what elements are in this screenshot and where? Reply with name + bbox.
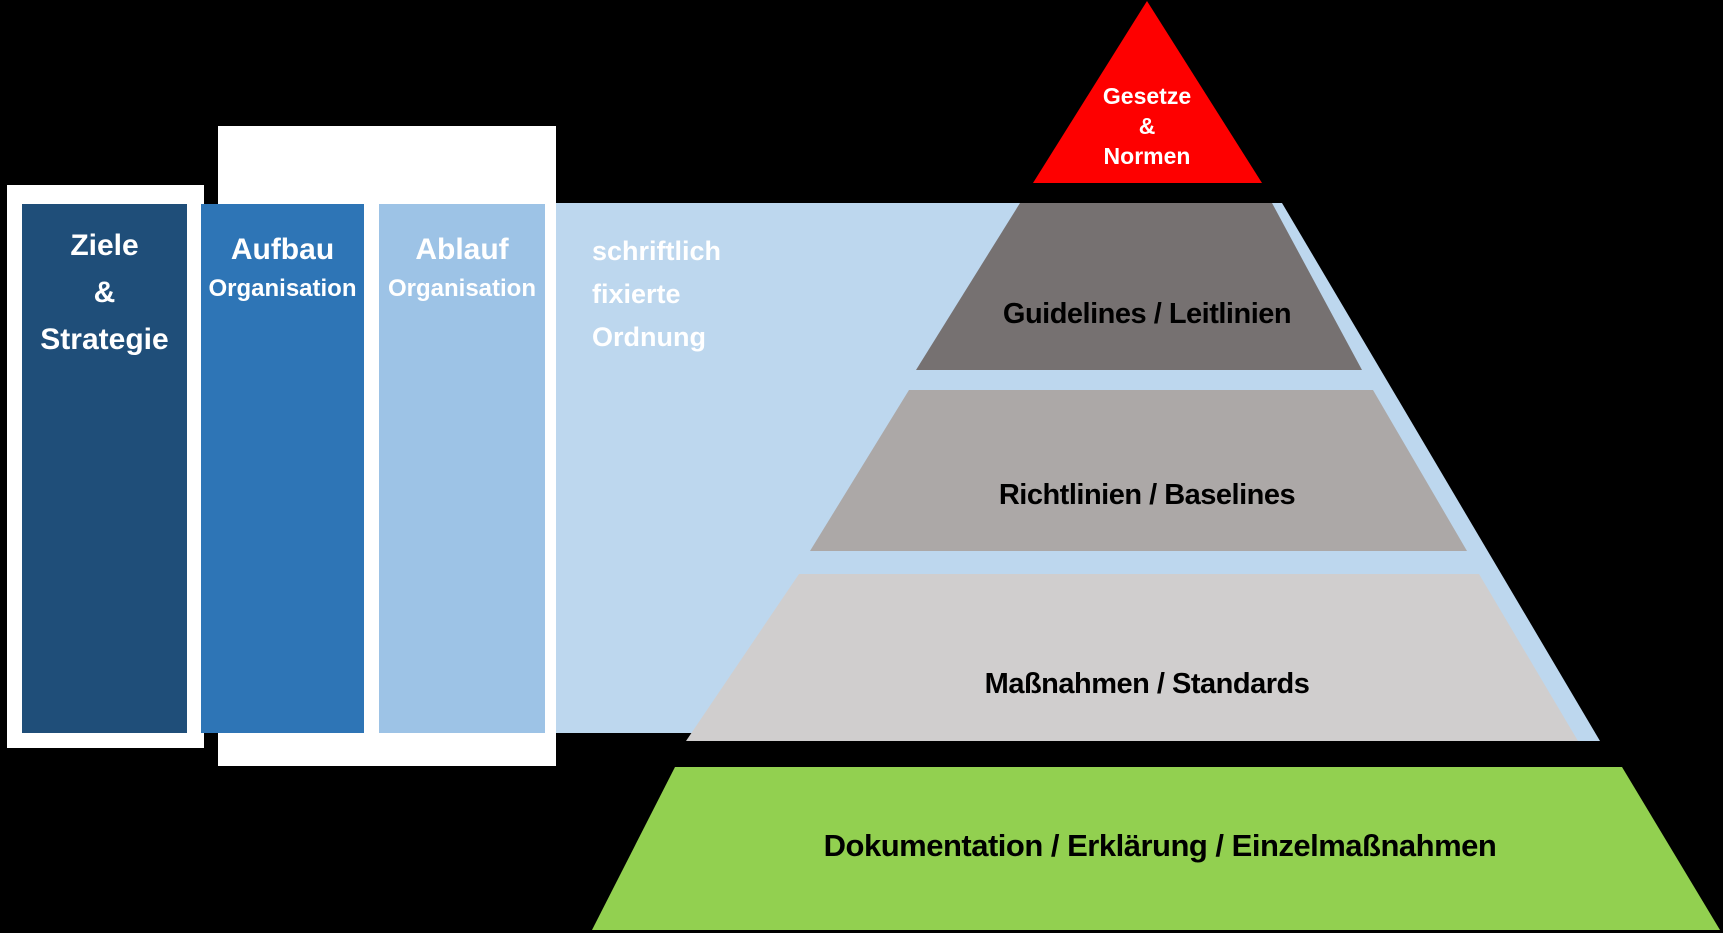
level2-richtlinien-band	[810, 390, 1467, 551]
gesetze-line: Gesetze	[1102, 83, 1192, 109]
ablauf-title: Ablauf	[415, 233, 509, 266]
base-dokumentation-band	[592, 767, 1720, 930]
dokumentation-label: Dokumentation / Erklärung / Einzelmaßnah…	[823, 828, 1497, 863]
aufbau-organisation-column	[201, 204, 364, 733]
ablauf-organisation-label: Ablauf Organisation	[379, 228, 545, 306]
aufbau-organisation-label: Aufbau Organisation	[201, 228, 364, 306]
richtlinien-baselines-label: Richtlinien / Baselines	[998, 479, 1296, 511]
fixierte-line: fixierte	[592, 279, 681, 309]
ablauf-organisation-column	[379, 204, 545, 733]
ziele-strategie-column	[22, 204, 187, 733]
ordnung-line: Ordnung	[592, 322, 706, 352]
schriftlich-line: schriftlich	[592, 236, 722, 266]
guidelines-leitlinien-label: Guidelines / Leitlinien	[1002, 298, 1292, 330]
gesetze-normen-label: Gesetze & Normen	[1017, 81, 1277, 171]
amp-line: &	[93, 276, 116, 309]
level1-guidelines-band	[916, 203, 1362, 370]
aufbau-title: Aufbau	[230, 233, 335, 266]
apex-gesetze-triangle	[1033, 1, 1262, 183]
aufbau-subtitle: Organisation	[208, 275, 357, 302]
strategie-line: Strategie	[40, 323, 169, 356]
schriftlich-fixierte-ordnung-label: schriftlich fixierte Ordnung	[592, 230, 932, 359]
massnahmen-standards-label: Maßnahmen / Standards	[984, 668, 1310, 700]
normen-line: Normen	[1103, 143, 1191, 169]
ablauf-subtitle: Organisation	[387, 275, 537, 302]
ziele-line: Ziele	[70, 229, 139, 262]
level3-massnahmen-band	[686, 574, 1578, 741]
apex-amp-line: &	[1138, 113, 1156, 139]
ziele-strategie-label: Ziele & Strategie	[22, 222, 187, 363]
